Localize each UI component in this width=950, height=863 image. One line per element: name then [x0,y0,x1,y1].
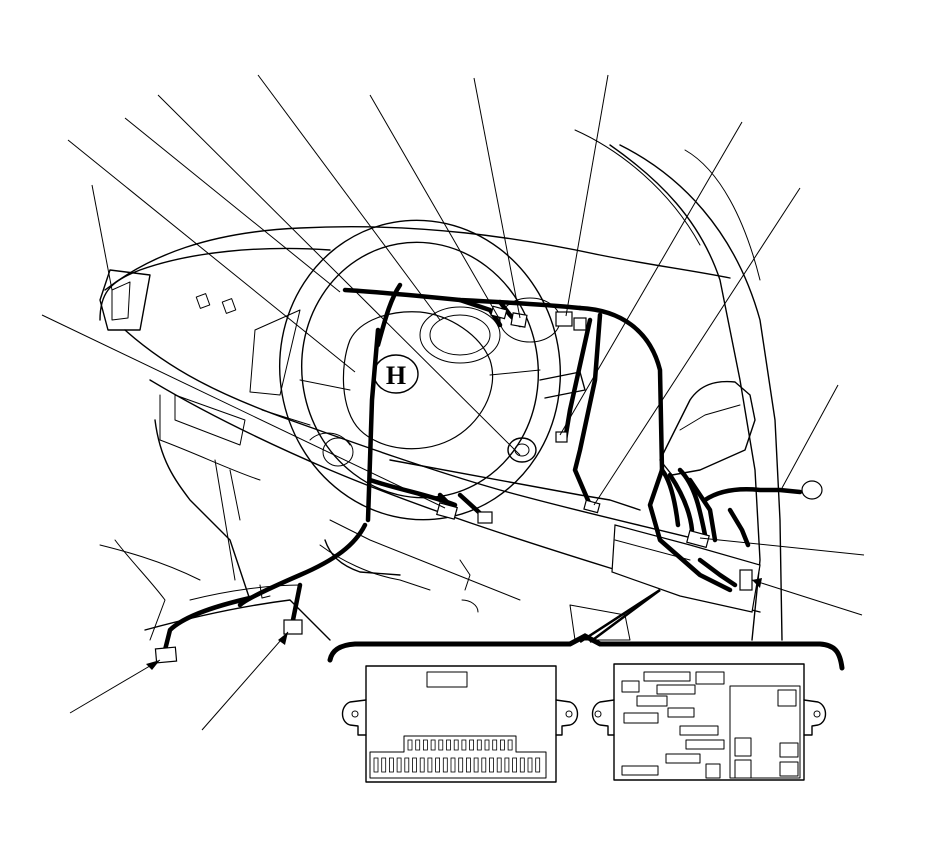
callout-leader-1 [91,184,113,291]
callout-leader-11 [41,314,446,509]
connector-pin [484,739,490,751]
callout-leader-13 [699,537,865,556]
connector-pin [476,739,482,751]
connector-pin [435,757,441,773]
callout-leader-10 [593,187,801,506]
connector-pin [415,739,421,751]
fuse-box-fuse-side [591,663,827,781]
fuse-box-connector-side [341,665,579,783]
connector-pin [465,757,471,773]
connector-pins-top-row [407,739,513,751]
connector-pin [507,739,513,751]
connector-pin [442,757,448,773]
connector-pin [450,757,456,773]
connector-pin [446,739,451,751]
connector-pin [438,739,444,751]
callout-leader-5 [257,74,441,321]
detail-bracket [327,588,845,671]
callout-leader-12 [781,384,839,489]
callout-leader-14 [751,579,863,616]
connector-pin [422,739,428,751]
connector-pin [381,757,387,773]
connector-pin [499,739,505,751]
connector-pin [489,757,494,773]
connector-pin [492,739,498,751]
callout-leader-2 [67,139,356,373]
connector-pin [396,757,402,773]
callout-leader-3 [124,117,341,293]
callout-leader-15 [69,659,161,714]
wire-harness [162,282,803,653]
connector-pin [519,757,525,773]
connector-pin [481,757,487,773]
connector-pin [469,739,475,751]
connector-pin [404,757,410,773]
connector-pin [535,757,541,773]
callout-leader-7 [473,77,521,319]
callout-leader-9 [559,121,743,436]
connector-pin [461,739,467,751]
connector-pin [373,757,379,773]
connector-pin [527,757,533,773]
connector-pin [419,757,425,773]
connector-pin [458,757,464,773]
callout-leader-8 [565,74,609,317]
callout-leaders [41,74,865,731]
emblem-letter: H [386,361,406,390]
connector-pins-bottom-row [373,757,541,773]
connector-pin [504,757,510,773]
connector-pin [430,739,436,751]
connector-pin [427,757,433,773]
callout-leader-6 [369,94,501,321]
steering-wheel: H [278,219,586,521]
connector-pin [388,757,394,773]
callout-leader-16 [201,631,289,731]
connector-pin [512,757,517,773]
connector-pin [412,757,417,773]
connector-pin [496,757,502,773]
connector-pin [453,739,459,751]
callout-leader-4 [157,94,521,456]
connector-pin [473,757,479,773]
connector-pin [407,739,413,751]
